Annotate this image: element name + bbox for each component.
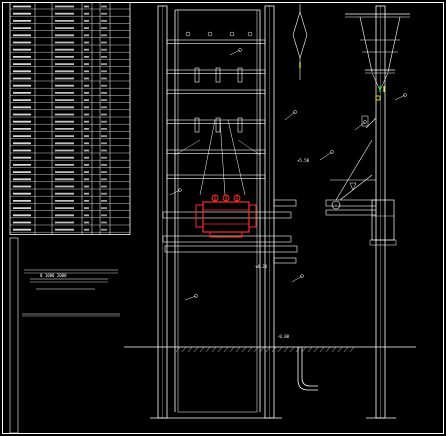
level-mark-ground: -0.00 [277,334,290,339]
ground-hatch [331,346,337,353]
ground-hatch [265,346,271,353]
leader-line [319,151,333,161]
fitting [247,31,253,37]
leader-line [184,295,197,301]
leader-callouts [169,48,407,301]
leader-line [169,189,181,196]
leader-dot [330,150,334,154]
material-table [9,2,131,235]
leader-line [354,121,366,131]
leader-dot [300,274,304,278]
leader-line [229,49,241,56]
ground-hatch [319,346,325,353]
legend-frame: 0 1000 2000 [9,237,120,434]
ground-hatch [211,346,217,353]
leader-dot [178,188,182,192]
insulator [237,117,243,133]
front-elevation [150,4,318,419]
ground-hatch [301,346,307,353]
transformer-symbol [195,194,257,238]
ground-hatch [235,346,241,353]
leader-line [284,111,296,121]
ground-hatch [259,346,265,353]
ground-hatch [313,346,319,353]
ground-hatch [283,346,289,353]
ground-hatch [199,346,205,353]
leader-line [394,94,406,101]
ground-hatch [229,346,235,353]
level-mark-top: +5.50 [297,158,310,163]
insulator [215,117,221,133]
insulator [194,117,200,133]
ground-hatch [217,346,223,353]
fitting [185,31,191,37]
level-marks: +4.20 -0.00 +5.50 [255,158,310,339]
ground-hatch [193,346,199,353]
ground-hatch [247,346,253,353]
ground-line [124,346,416,353]
leader-dot [363,120,367,124]
insulator [237,67,243,83]
accent-marks [299,62,385,101]
ground-hatch [223,346,229,353]
ground-hatch [307,346,313,353]
cross-arm [166,174,266,179]
ground-hatch [289,346,295,353]
cross-arm [166,39,266,44]
ground-hatch [325,346,331,353]
leader-dot [403,93,407,97]
side-elevation [325,5,410,419]
ground-hatch [241,346,247,353]
insulator [215,67,221,83]
leader-dot [293,110,297,114]
ground-hatch [181,346,187,353]
leader-dot [194,294,198,298]
leader-line [291,275,303,283]
leader-dot [238,48,242,52]
cross-arm [166,149,266,154]
ground-hatch [349,346,355,353]
ground-hatch [277,346,283,353]
ground-hatch [205,346,211,353]
insulator [194,67,200,83]
ground-hatch [343,346,349,353]
ground-hatch [253,346,259,353]
fitting [207,31,213,37]
ground-hatch [187,346,193,353]
scale-label: 0 1000 2000 [40,273,67,278]
ground-hatch [337,346,343,353]
cross-arm [166,89,266,94]
fitting [229,31,235,37]
level-mark-upper: +4.20 [255,264,268,269]
